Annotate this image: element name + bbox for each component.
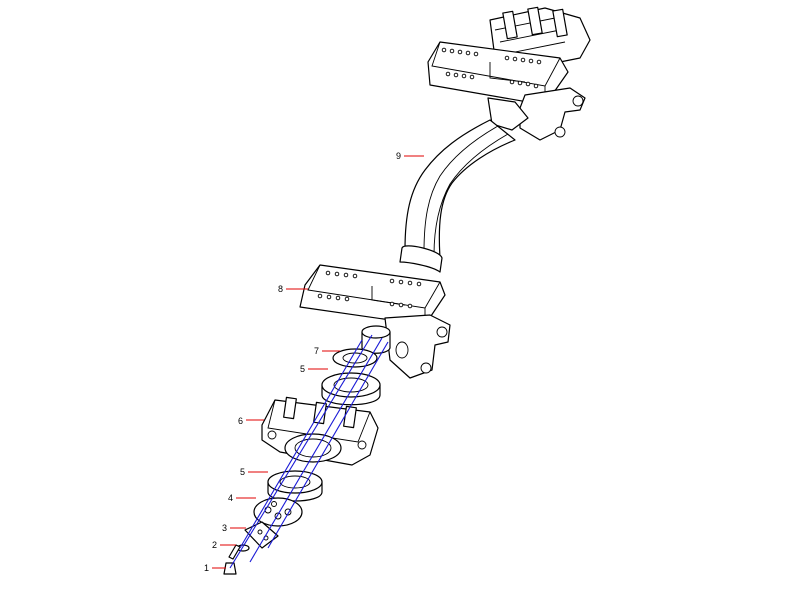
lower-pad-assembly [299, 264, 451, 379]
callout-9: 9 [396, 151, 424, 161]
callout-label: 4 [228, 493, 233, 503]
curved-arm [399, 119, 516, 273]
callout-8: 8 [278, 284, 308, 294]
assembly-axis-lines [229, 334, 389, 569]
callout-7: 7 [314, 346, 340, 356]
callout-1: 1 [204, 563, 226, 573]
callout-label: 3 [222, 523, 227, 533]
callout-label: 2 [212, 540, 217, 550]
callout-label: 7 [314, 346, 319, 356]
callout-label: 8 [278, 284, 283, 294]
callout-label: 6 [238, 416, 243, 426]
callout-3: 3 [222, 523, 246, 533]
callout-5-upper: 5 [300, 364, 328, 374]
callout-label: 9 [396, 151, 401, 161]
callout-label: 5 [300, 364, 305, 374]
callout-6: 6 [238, 416, 264, 426]
upper-pad-assembly [427, 6, 591, 141]
upper-pad-holes [441, 47, 542, 89]
lower-pad-holes [317, 270, 422, 309]
callout-5-lower: 5 [240, 467, 268, 477]
callout-label: 5 [240, 467, 245, 477]
bolt [223, 544, 241, 575]
callout-label: 1 [204, 563, 209, 573]
callouts: 1 2 3 4 5 6 5 7 [204, 151, 424, 573]
callout-2: 2 [212, 540, 236, 550]
spindle-housing [261, 396, 379, 466]
callout-4: 4 [228, 493, 256, 503]
upper-bearing-stack [321, 348, 381, 406]
